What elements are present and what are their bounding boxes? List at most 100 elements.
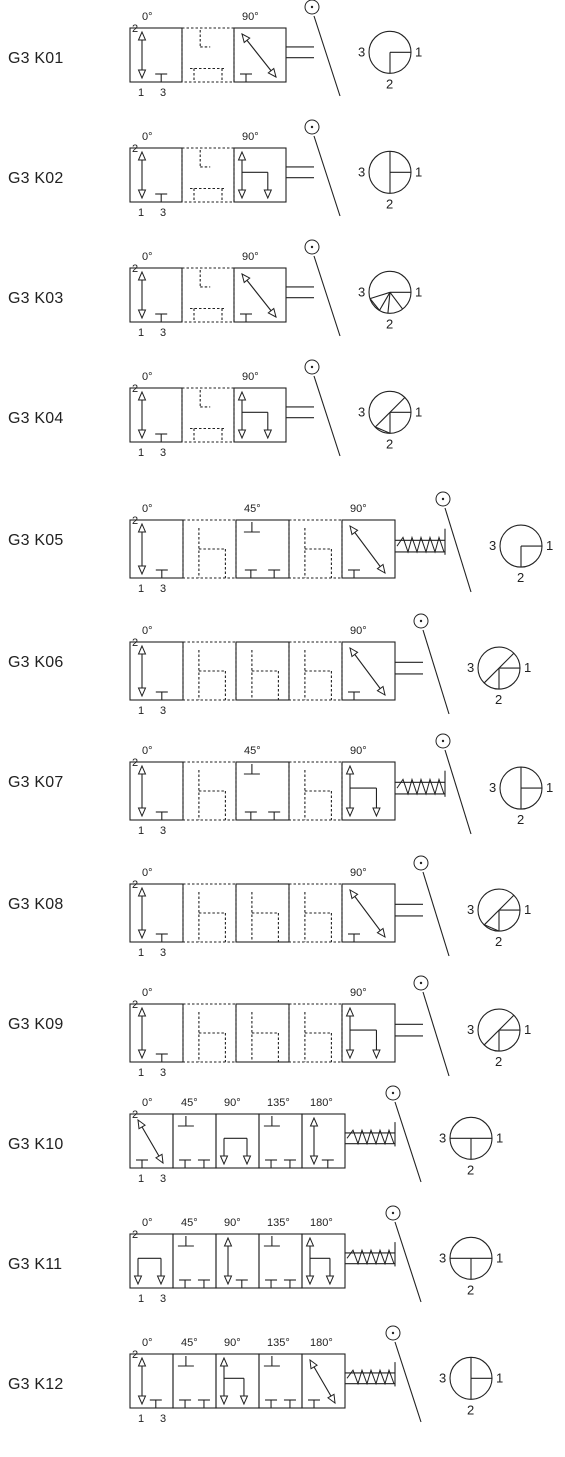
arrow-head-icon	[242, 1155, 252, 1166]
port-label-2: 2	[386, 196, 393, 211]
arrow-head-icon	[219, 1395, 229, 1406]
arrow-head-icon	[376, 685, 386, 697]
lever-handle	[394, 1341, 422, 1423]
port-label-3: 3	[439, 1250, 446, 1265]
port-label-1: 1	[138, 705, 144, 717]
valve-position-box	[181, 27, 235, 83]
port-label-2: 2	[132, 879, 138, 891]
port-label-1: 1	[138, 825, 144, 837]
arrow-head-icon	[309, 1155, 319, 1166]
port-label-2: 2	[467, 1282, 474, 1297]
port-label-1: 1	[138, 207, 144, 219]
arrow-head-icon	[376, 563, 386, 575]
arrow-head-icon	[219, 1155, 229, 1166]
angle-label: 90°	[242, 11, 259, 23]
lever-handle	[313, 15, 341, 97]
valve-position-box	[129, 641, 184, 701]
port-label-2: 2	[517, 812, 524, 827]
port-label-1: 1	[138, 1067, 144, 1079]
arrow-head-icon	[137, 390, 147, 401]
port-line	[379, 292, 391, 311]
angle-label: 135°	[267, 1217, 290, 1229]
valve-model-label: G3 K02	[8, 170, 64, 187]
angle-label: 135°	[267, 1337, 290, 1349]
arrow-head-icon	[137, 1395, 147, 1406]
valve-position-box	[181, 387, 235, 443]
arrow-head-icon	[137, 565, 147, 576]
port-label-1: 1	[546, 538, 553, 553]
valve-model-label: G3 K09	[8, 1016, 64, 1033]
arrow-head-icon	[239, 1395, 249, 1406]
arrow-head-icon	[137, 764, 147, 775]
port-label-2: 2	[517, 570, 524, 585]
port-label-2: 2	[495, 692, 502, 707]
port-label-2: 2	[132, 637, 138, 649]
angle-label: 0°	[142, 1097, 153, 1109]
port-label-1: 1	[524, 660, 531, 675]
port-line	[387, 292, 391, 314]
arrow-head-icon	[263, 189, 273, 200]
arrow-head-icon	[372, 1049, 381, 1060]
flow-path	[349, 889, 386, 938]
valve-model-label: G3 K10	[8, 1136, 64, 1153]
angle-label: 45°	[181, 1217, 198, 1229]
lever-handle	[313, 255, 341, 337]
port-label-2: 2	[132, 263, 138, 275]
lever-knob-dot	[310, 245, 314, 249]
valve-position-box	[341, 761, 396, 821]
port-label-3: 3	[358, 404, 365, 419]
arrow-head-icon	[137, 929, 147, 940]
valve-position-box	[235, 761, 290, 821]
port-label-3: 3	[160, 825, 166, 837]
port-label-1: 1	[138, 327, 144, 339]
valve-position-box	[233, 387, 287, 443]
arrow-head-icon	[263, 429, 273, 440]
port-label-3: 3	[160, 705, 166, 717]
arrow-head-icon	[267, 67, 277, 78]
arrow-head-icon	[137, 687, 147, 698]
port-label-1: 1	[138, 447, 144, 459]
angle-label: 0°	[142, 503, 153, 515]
lever-handle	[394, 1101, 422, 1183]
valve-position-box	[235, 883, 290, 943]
angle-label: 90°	[350, 503, 367, 515]
arrow-head-icon	[345, 764, 355, 775]
valve-position-box	[181, 267, 235, 323]
port-label-3: 3	[358, 44, 365, 59]
valve-position-box	[235, 1003, 290, 1063]
angle-label: 45°	[244, 503, 261, 515]
port-label-1: 1	[138, 1173, 144, 1185]
angle-label: 180°	[310, 1337, 333, 1349]
arrow-head-icon	[376, 927, 386, 939]
lever-handle	[394, 1221, 422, 1303]
valve-position-box	[301, 1113, 346, 1169]
valve-model-label: G3 K01	[8, 50, 64, 67]
port-label-3: 3	[160, 1067, 166, 1079]
lever-knob-dot	[419, 619, 423, 623]
arrow-head-icon	[237, 390, 247, 401]
angle-label: 45°	[181, 1097, 198, 1109]
port-label-2: 2	[132, 1109, 138, 1121]
angle-label: 90°	[350, 987, 367, 999]
arrow-head-icon	[137, 644, 147, 655]
angle-label: 90°	[242, 371, 259, 383]
arrow-head-icon	[137, 270, 147, 281]
port-label-2: 2	[132, 1229, 138, 1241]
arrow-head-icon	[137, 1356, 147, 1367]
valve-position-box	[129, 519, 184, 579]
angle-label: 0°	[142, 131, 153, 143]
valve-model-label: G3 K03	[8, 290, 64, 307]
arrow-head-icon	[137, 522, 147, 533]
arrow-head-icon	[267, 307, 277, 318]
